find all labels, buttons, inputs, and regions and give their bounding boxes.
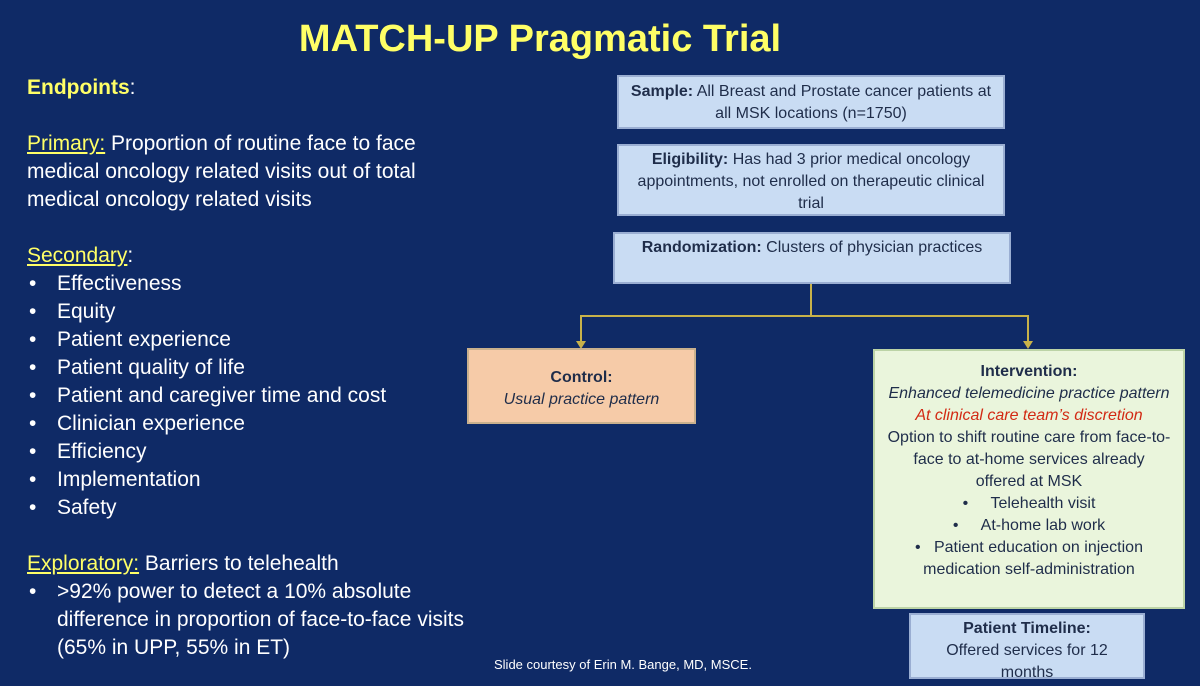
list-item: Clinician experience — [27, 410, 467, 438]
timeline-box: Patient Timeline: Offered services for 1… — [909, 613, 1145, 681]
connector-right-drop — [1027, 315, 1029, 342]
randomization-text: Clusters of physician practices — [761, 239, 983, 256]
secondary-colon: : — [127, 244, 134, 267]
sample-label: Sample: — [630, 83, 694, 100]
timeline-label: Patient Timeline: — [963, 620, 1091, 637]
list-item: Efficiency — [27, 438, 467, 466]
slide-credit: Slide courtesy of Erin M. Bange, MD, MSC… — [494, 657, 752, 672]
connector-left-drop — [580, 315, 582, 342]
timeline-text: Offered services for 12 months — [946, 642, 1108, 681]
list-item: Safety — [27, 494, 467, 522]
endpoints-column: Endpoints: Primary: Proportion of routin… — [27, 74, 467, 662]
endpoints-label: Endpoints — [27, 76, 130, 99]
intervention-discretion: At clinical care team’s discretion — [915, 407, 1143, 424]
connector-stem — [810, 284, 812, 316]
intervention-item: • Patient education on injection medicat… — [915, 539, 1143, 578]
list-item: Effectiveness — [27, 270, 467, 298]
list-item: Patient quality of life — [27, 354, 467, 382]
primary-text: Proportion of routine face to face medic… — [27, 132, 416, 211]
arrow-to-intervention — [1023, 341, 1033, 349]
connector-horizontal — [580, 315, 1029, 317]
list-item: Implementation — [27, 466, 467, 494]
list-item: Patient experience — [27, 326, 467, 354]
bullet-icon: • — [915, 539, 934, 556]
exploratory-label: Exploratory: — [27, 552, 140, 575]
exploratory-endpoint: Exploratory: Barriers to telehealth — [27, 550, 467, 578]
exploratory-text: Barriers to telehealth — [139, 552, 339, 575]
list-item: Patient and caregiver time and cost — [27, 382, 467, 410]
intervention-label: Intervention: — [980, 363, 1078, 380]
sample-box: Sample: All Breast and Prostate cancer p… — [617, 75, 1005, 129]
eligibility-text: Has had 3 prior medical oncology appoint… — [637, 151, 985, 212]
bullet-icon: • — [952, 517, 981, 534]
list-item: Equity — [27, 298, 467, 326]
secondary-label: Secondary — [27, 244, 128, 267]
randomization-box: Randomization: Clusters of physician pra… — [613, 232, 1011, 284]
eligibility-label: Eligibility: — [651, 151, 729, 168]
intervention-box: Intervention: Enhanced telemedicine prac… — [873, 349, 1185, 609]
intervention-subtitle: Enhanced telemedicine practice pattern — [888, 385, 1170, 402]
list-item: >92% power to detect a 10% absolute diff… — [27, 578, 467, 662]
control-label: Control: — [550, 369, 613, 386]
exploratory-list: >92% power to detect a 10% absolute diff… — [27, 578, 467, 662]
sample-text: All Breast and Prostate cancer patients … — [693, 83, 992, 122]
secondary-heading: Secondary: — [27, 242, 467, 270]
arrow-to-control — [576, 341, 586, 349]
primary-label: Primary: — [27, 132, 106, 155]
control-box: Control: Usual practice pattern — [467, 348, 696, 424]
primary-endpoint: Primary: Proportion of routine face to f… — [27, 130, 467, 214]
randomization-label: Randomization: — [641, 239, 762, 256]
endpoints-heading: Endpoints: — [27, 74, 467, 102]
endpoints-colon: : — [129, 76, 136, 99]
secondary-list: Effectiveness Equity Patient experience … — [27, 270, 467, 522]
bullet-icon: • — [962, 495, 991, 512]
intervention-item: • Telehealth visit — [962, 495, 1096, 512]
intervention-item: • At-home lab work — [952, 517, 1106, 534]
slide-title: MATCH-UP Pragmatic Trial — [298, 18, 782, 60]
control-text: Usual practice pattern — [503, 391, 660, 408]
eligibility-box: Eligibility: Has had 3 prior medical onc… — [617, 144, 1005, 216]
intervention-text: Option to shift routine care from face-t… — [887, 429, 1171, 490]
